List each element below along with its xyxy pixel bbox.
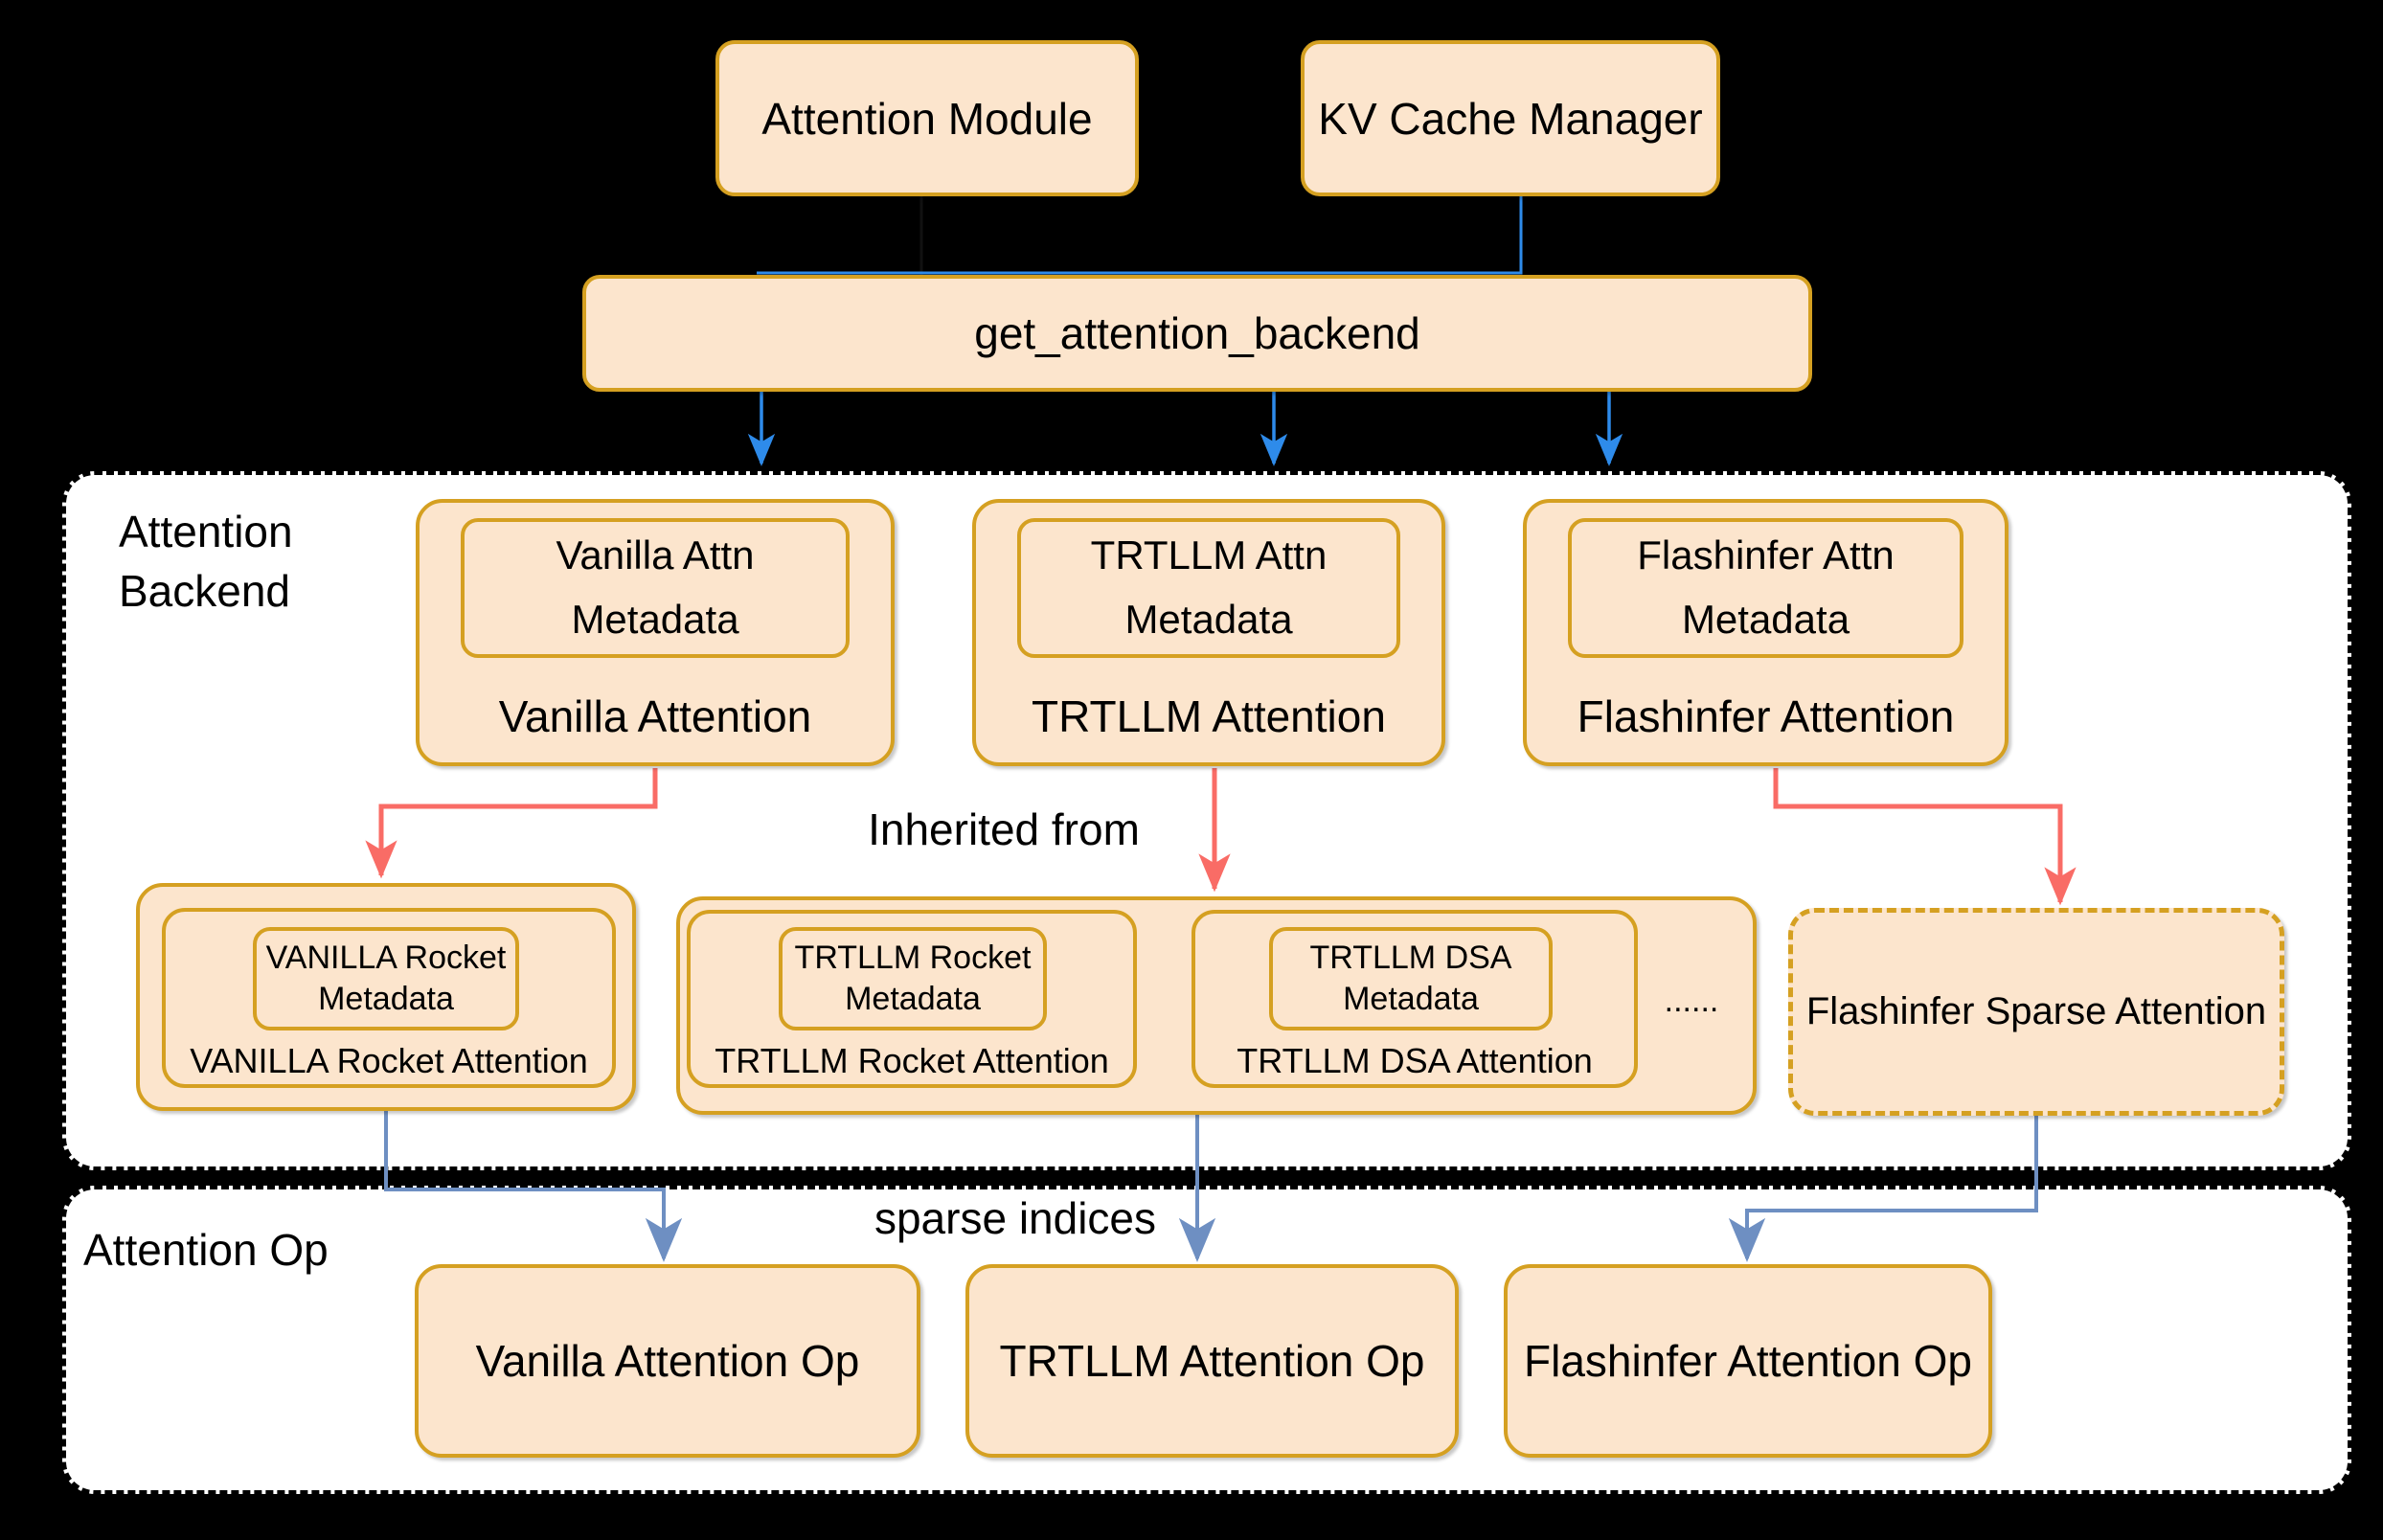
attention-module-label: Attention Module <box>761 93 1093 144</box>
vanilla-attention-op-box: Vanilla Attention Op <box>415 1264 920 1458</box>
vanilla-rocket-metadata-box: VANILLA Rocket Metadata <box>253 927 519 1030</box>
edge-kv-cache-to-get-backend <box>757 196 1523 275</box>
vanilla-attn-metadata-line2: Metadata <box>571 596 739 642</box>
vanilla-rocket-attention-label: VANILLA Rocket Attention <box>190 1041 588 1080</box>
sparse-indices-label: sparse indices <box>874 1193 1157 1243</box>
vanilla-rocket-metadata-line2: Metadata <box>318 980 454 1017</box>
trtllm-attn-metadata-box: TRTLLM Attn Metadata <box>1017 518 1400 658</box>
vanilla-attn-metadata-line1: Vanilla Attn <box>556 532 755 578</box>
trtllm-dsa-metadata-line1: TRTLLM DSA <box>1309 940 1512 976</box>
kv-cache-manager-box: KV Cache Manager <box>1301 40 1720 196</box>
flashinfer-attn-metadata-line2: Metadata <box>1681 596 1850 642</box>
trtllm-rocket-metadata-line1: TRTLLM Rocket <box>794 940 1032 976</box>
attention-backend-label-line1: Attention <box>119 507 293 556</box>
flashinfer-sparse-attention-box: Flashinfer Sparse Attention <box>1788 908 2284 1116</box>
flashinfer-attn-metadata-line1: Flashinfer Attn <box>1637 532 1895 578</box>
trtllm-attn-metadata-line2: Metadata <box>1124 596 1293 642</box>
vanilla-attention-label: Vanilla Attention <box>498 691 812 741</box>
flashinfer-attention-label: Flashinfer Attention <box>1577 691 1955 741</box>
flashinfer-attention-op-box: Flashinfer Attention Op <box>1504 1264 1992 1458</box>
attention-module-box: Attention Module <box>715 40 1139 196</box>
vanilla-rocket-metadata-line1: VANILLA Rocket <box>265 940 507 976</box>
trtllm-rocket-attention-label: TRTLLM Rocket Attention <box>715 1041 1109 1080</box>
trtllm-attention-op-box: TRTLLM Attention Op <box>965 1264 1459 1458</box>
vanilla-attention-op-label: Vanilla Attention Op <box>475 1336 860 1386</box>
vanilla-attn-metadata-box: Vanilla Attn Metadata <box>461 518 850 658</box>
more-backends-ellipsis: ...... <box>1664 982 1719 1019</box>
trtllm-rocket-metadata-line2: Metadata <box>845 980 981 1017</box>
flashinfer-attn-metadata-box: Flashinfer Attn Metadata <box>1568 518 1963 658</box>
trtllm-attention-label: TRTLLM Attention <box>1032 691 1386 741</box>
flashinfer-sparse-attention-label: Flashinfer Sparse Attention <box>1805 990 2267 1032</box>
flashinfer-attention-op-label: Flashinfer Attention Op <box>1524 1336 1972 1386</box>
get-attention-backend-box: get_attention_backend <box>582 275 1812 392</box>
trtllm-attn-metadata-line1: TRTLLM Attn <box>1090 532 1328 578</box>
trtllm-dsa-attention-label: TRTLLM DSA Attention <box>1237 1041 1593 1080</box>
trtllm-dsa-metadata-box: TRTLLM DSA Metadata <box>1269 927 1553 1030</box>
kv-cache-manager-label: KV Cache Manager <box>1318 93 1703 144</box>
trtllm-attention-op-label: TRTLLM Attention Op <box>999 1336 1425 1386</box>
attention-op-section-label: Attention Op <box>83 1225 329 1275</box>
attention-backend-label-line2: Backend <box>119 566 291 616</box>
get-attention-backend-label: get_attention_backend <box>974 308 1420 358</box>
attention-backend-section-label: Attention Backend <box>119 502 435 626</box>
inherited-from-label: Inherited from <box>868 804 1140 854</box>
trtllm-rocket-metadata-box: TRTLLM Rocket Metadata <box>779 927 1047 1030</box>
trtllm-dsa-metadata-line2: Metadata <box>1343 980 1479 1017</box>
